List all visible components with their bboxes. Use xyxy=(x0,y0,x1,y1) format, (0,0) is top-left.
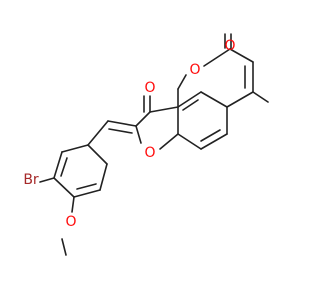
bond xyxy=(87,144,108,165)
bond xyxy=(159,133,179,150)
bond xyxy=(61,144,89,153)
bond xyxy=(203,48,231,67)
bond xyxy=(99,163,108,191)
bond xyxy=(53,177,75,198)
background xyxy=(0,0,300,300)
methyl-bond xyxy=(252,91,269,103)
bond xyxy=(60,157,68,177)
bond xyxy=(71,196,75,213)
bond xyxy=(135,111,151,127)
bond xyxy=(177,91,202,108)
bond xyxy=(76,183,97,190)
bond xyxy=(73,189,101,198)
bond xyxy=(53,151,63,179)
atom-label-oxygen: O xyxy=(144,80,155,96)
bond xyxy=(200,91,228,108)
bond xyxy=(229,48,254,63)
bond xyxy=(182,99,199,111)
bond xyxy=(177,74,187,90)
bond xyxy=(87,120,109,146)
bond xyxy=(177,133,202,150)
atom-label-oxygen: O xyxy=(189,62,200,78)
atom-label-bromine: Br xyxy=(23,172,39,188)
bond-set xyxy=(39,33,269,256)
atom-label-oxygen: O xyxy=(65,214,76,230)
atom-label-set: O O O O Br O xyxy=(23,38,235,230)
bond xyxy=(226,91,254,108)
bond xyxy=(200,133,228,150)
bond xyxy=(200,129,221,142)
atom-label-oxygen: O xyxy=(144,145,155,161)
bond xyxy=(135,125,142,144)
bond xyxy=(108,128,133,134)
bond xyxy=(39,177,55,183)
bond xyxy=(107,120,137,127)
bond xyxy=(149,106,179,113)
atom-label-oxygen: O xyxy=(224,38,235,54)
molecule-drawing: O O O O Br O xyxy=(0,0,300,300)
structure-canvas: O O O O Br O xyxy=(0,0,300,300)
bond xyxy=(61,238,67,256)
